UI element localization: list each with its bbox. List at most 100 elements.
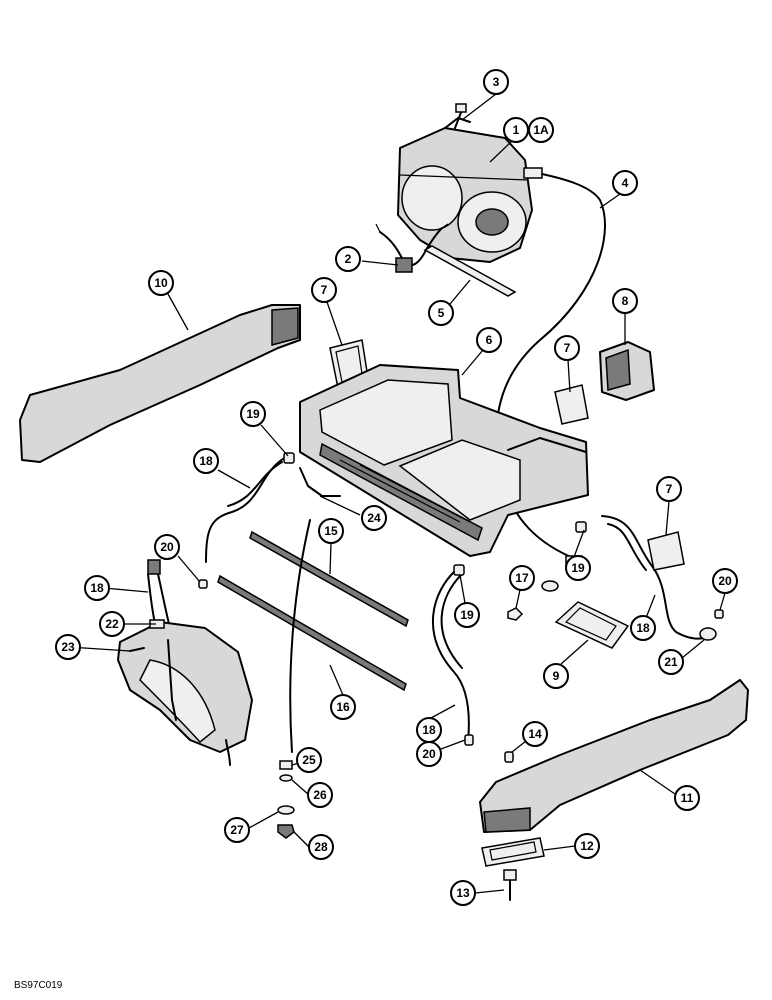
callout-10: 10 bbox=[148, 270, 174, 296]
callout-20-lower: 20 bbox=[416, 741, 442, 767]
svg-text:2: 2 bbox=[345, 252, 352, 266]
svg-text:9: 9 bbox=[553, 669, 560, 683]
callout-7-right: 7 bbox=[656, 476, 682, 502]
callout-16: 16 bbox=[330, 694, 356, 720]
callout-11: 11 bbox=[674, 785, 700, 811]
callout-6: 6 bbox=[476, 327, 502, 353]
hose-part-18-c bbox=[601, 515, 713, 640]
callout-1: 1 bbox=[503, 117, 529, 143]
svg-text:20: 20 bbox=[422, 747, 436, 761]
svg-text:24: 24 bbox=[367, 511, 381, 525]
bolt-part-23 bbox=[129, 647, 145, 652]
svg-text:20: 20 bbox=[718, 574, 732, 588]
svg-text:19: 19 bbox=[460, 608, 474, 622]
callout-19-lower: 19 bbox=[454, 602, 480, 628]
screw-part-13 bbox=[503, 869, 517, 901]
callout-15: 15 bbox=[318, 518, 344, 544]
callout-20-right: 20 bbox=[712, 568, 738, 594]
gasket-part-12 bbox=[481, 837, 545, 867]
svg-text:8: 8 bbox=[622, 294, 629, 308]
fitting-part-20-b bbox=[714, 609, 724, 619]
callout-28: 28 bbox=[308, 834, 334, 860]
gasket-part-7-right bbox=[647, 531, 685, 571]
callout-23: 23 bbox=[55, 634, 81, 660]
hardware-stack bbox=[277, 760, 295, 839]
filter-frame-part-9 bbox=[554, 601, 630, 649]
svg-text:5: 5 bbox=[438, 306, 445, 320]
svg-text:10: 10 bbox=[154, 276, 168, 290]
strip-part-15 bbox=[249, 530, 409, 628]
svg-text:7: 7 bbox=[666, 482, 673, 496]
hose-part-18-b bbox=[431, 569, 470, 743]
svg-text:19: 19 bbox=[246, 407, 260, 421]
callout-26: 26 bbox=[307, 782, 333, 808]
svg-text:20: 20 bbox=[160, 540, 174, 554]
callout-19-right: 19 bbox=[565, 555, 591, 581]
svg-text:18: 18 bbox=[422, 723, 436, 737]
svg-text:22: 22 bbox=[105, 617, 119, 631]
fitting-part-20-a bbox=[198, 579, 208, 589]
svg-text:18: 18 bbox=[90, 581, 104, 595]
strip-part-16 bbox=[217, 574, 407, 692]
svg-text:11: 11 bbox=[681, 791, 694, 805]
callout-5: 5 bbox=[428, 300, 454, 326]
svg-text:25: 25 bbox=[302, 753, 316, 767]
callout-3: 3 bbox=[483, 69, 509, 95]
seal-strip-part-5 bbox=[423, 245, 517, 297]
callout-25: 25 bbox=[296, 747, 322, 773]
callout-13: 13 bbox=[450, 880, 476, 906]
callout-20-left: 20 bbox=[154, 534, 180, 560]
outlet-part-8 bbox=[599, 341, 655, 401]
svg-text:18: 18 bbox=[636, 621, 650, 635]
callout-18-upper: 18 bbox=[193, 448, 219, 474]
callout-1a: 1A bbox=[528, 117, 554, 143]
svg-text:6: 6 bbox=[486, 333, 493, 347]
blower-assembly bbox=[397, 117, 533, 263]
callout-8: 8 bbox=[612, 288, 638, 314]
callout-7-middle: 7 bbox=[554, 335, 580, 361]
callout-18-left: 18 bbox=[84, 575, 110, 601]
svg-text:19: 19 bbox=[571, 561, 585, 575]
callout-24: 24 bbox=[361, 505, 387, 531]
svg-text:27: 27 bbox=[230, 823, 244, 837]
svg-text:12: 12 bbox=[580, 839, 594, 853]
svg-text:16: 16 bbox=[336, 700, 350, 714]
gasket-part-7-middle bbox=[554, 384, 589, 425]
svg-text:13: 13 bbox=[456, 886, 470, 900]
fitting-part-17 bbox=[507, 607, 524, 621]
bolt-part-3 bbox=[454, 103, 467, 129]
clamp-part-19-a bbox=[283, 452, 295, 464]
svg-text:18: 18 bbox=[199, 454, 213, 468]
right-duct-part-11 bbox=[479, 679, 749, 833]
fitting-part-20-c bbox=[464, 734, 474, 746]
svg-text:21: 21 bbox=[664, 655, 678, 669]
callout-2: 2 bbox=[335, 246, 361, 272]
svg-text:14: 14 bbox=[528, 727, 542, 741]
svg-text:1: 1 bbox=[513, 123, 520, 137]
svg-text:17: 17 bbox=[515, 571, 529, 585]
fitting-part-21 bbox=[699, 627, 717, 641]
svg-text:7: 7 bbox=[321, 283, 328, 297]
svg-text:3: 3 bbox=[493, 75, 500, 89]
bracket-part-24 bbox=[299, 467, 341, 497]
callout-17: 17 bbox=[509, 565, 535, 591]
svg-text:23: 23 bbox=[61, 640, 75, 654]
clamp-part-19-b bbox=[453, 564, 465, 576]
callout-14: 14 bbox=[522, 721, 548, 747]
callout-7-left: 7 bbox=[311, 277, 337, 303]
callout-27: 27 bbox=[224, 817, 250, 843]
drawing-code: BS97C019 bbox=[14, 980, 63, 991]
callout-18-lower: 18 bbox=[416, 717, 442, 743]
svg-text:7: 7 bbox=[564, 341, 571, 355]
svg-text:1A: 1A bbox=[533, 123, 549, 137]
svg-text:26: 26 bbox=[313, 788, 327, 802]
callout-21: 21 bbox=[658, 649, 684, 675]
callout-18-right: 18 bbox=[630, 615, 656, 641]
floor-outlet-assembly bbox=[117, 559, 253, 766]
svg-text:28: 28 bbox=[314, 840, 328, 854]
leader-lines bbox=[68, 93, 726, 894]
svg-text:15: 15 bbox=[324, 524, 338, 538]
callout-9: 9 bbox=[543, 663, 569, 689]
left-duct-part-10 bbox=[19, 304, 301, 463]
